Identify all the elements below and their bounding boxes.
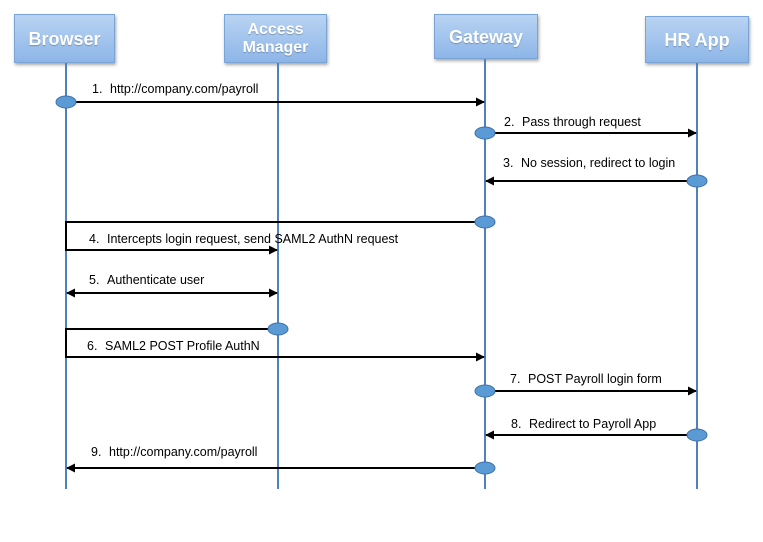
activation-node-9 (474, 461, 496, 475)
activation-node-1 (55, 95, 77, 109)
message-7-label: POST Payroll login form (528, 372, 662, 386)
message-8-label: Redirect to Payroll App (529, 417, 656, 431)
message-6-label: SAML2 POST Profile AuthN (105, 339, 260, 353)
activation-node-6 (267, 322, 289, 336)
message-1-number: 1. (92, 82, 102, 96)
participant-gateway-label: Gateway (448, 26, 524, 47)
message-5-number: 5. (89, 273, 99, 287)
message-4-number: 4. (89, 232, 99, 246)
participant-access-manager: Access Manager (224, 14, 327, 63)
activation-node-8 (686, 428, 708, 442)
message-2-label: Pass through request (522, 115, 641, 129)
message-9-number: 9. (91, 445, 101, 459)
participant-access-manager-label: Access Manager (242, 20, 309, 56)
message-3-number: 3. (503, 156, 513, 170)
message-1-label: http://company.com/payroll (110, 82, 258, 96)
participant-hr-app: HR App (645, 16, 749, 63)
activation-node-3 (686, 174, 708, 188)
message-9-label: http://company.com/payroll (109, 445, 257, 459)
message-8-number: 8. (511, 417, 521, 431)
participant-gateway: Gateway (434, 14, 538, 59)
message-3-label: No session, redirect to login (521, 156, 675, 170)
activation-node-4 (474, 215, 496, 229)
message-5-label: Authenticate user (107, 273, 204, 287)
message-6-number: 6. (87, 339, 97, 353)
message-4-arrow (65, 221, 485, 255)
message-6-arrow (65, 328, 485, 362)
message-2-number: 2. (504, 115, 514, 129)
activation-node-2 (474, 126, 496, 140)
message-7-number: 7. (510, 372, 520, 386)
activation-node-7 (474, 384, 496, 398)
participant-browser: Browser (14, 14, 115, 63)
participant-hr-app-label: HR App (664, 29, 730, 50)
message-4-label: Intercepts login request, send SAML2 Aut… (107, 232, 399, 246)
participant-browser-label: Browser (28, 28, 101, 49)
